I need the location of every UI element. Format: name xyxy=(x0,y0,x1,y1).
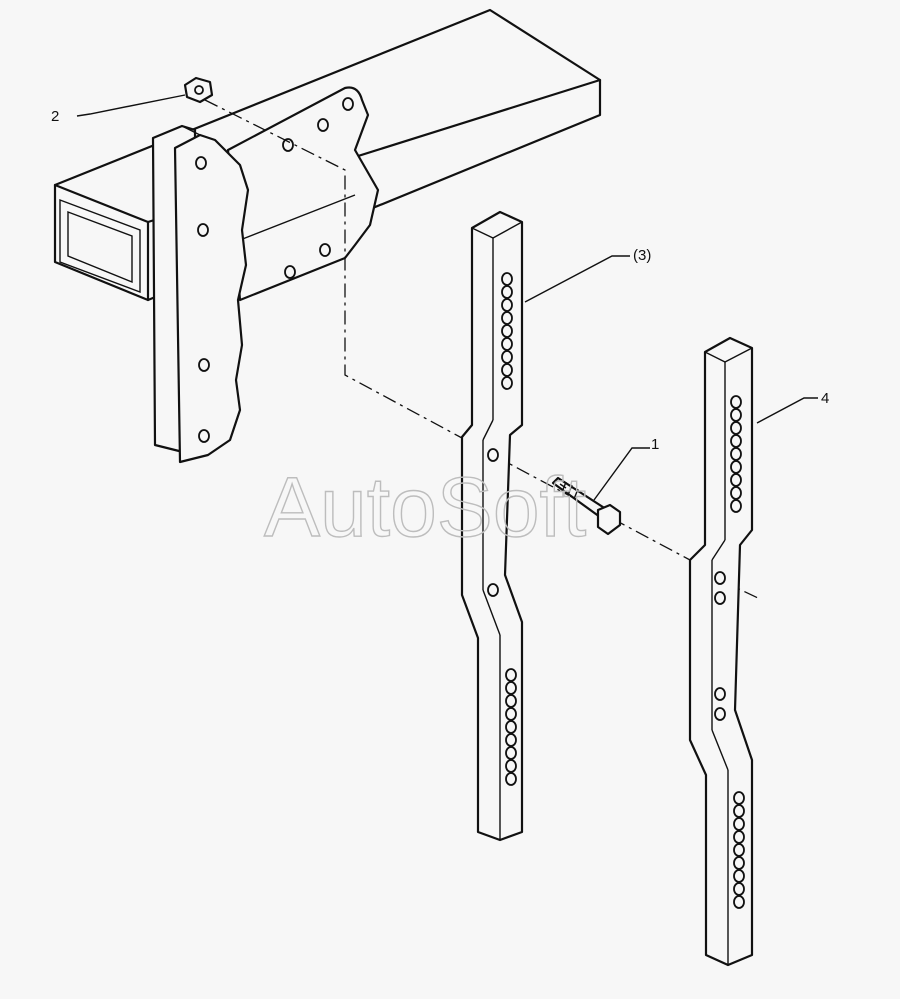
leader-lines xyxy=(76,94,818,501)
bar-front-holes-upper xyxy=(501,272,513,390)
bar-front xyxy=(460,210,524,842)
callout-bar-front-label: (3) xyxy=(633,247,651,264)
callout-bolt-label: 1 xyxy=(651,436,659,453)
mounting-bracket xyxy=(226,86,380,302)
bar-rear xyxy=(688,336,754,967)
bar-rear-holes-upper xyxy=(730,395,742,513)
bar-front-holes-lower xyxy=(505,668,517,786)
nut xyxy=(183,76,214,104)
callout-bar-rear-label: 4 xyxy=(821,390,829,407)
watermark: AutoSoft xyxy=(264,460,586,554)
bar-rear-holes-lower xyxy=(733,791,745,909)
callout-nut-label: 2 xyxy=(51,108,59,125)
bolt xyxy=(551,476,622,536)
side-plates xyxy=(151,124,250,464)
